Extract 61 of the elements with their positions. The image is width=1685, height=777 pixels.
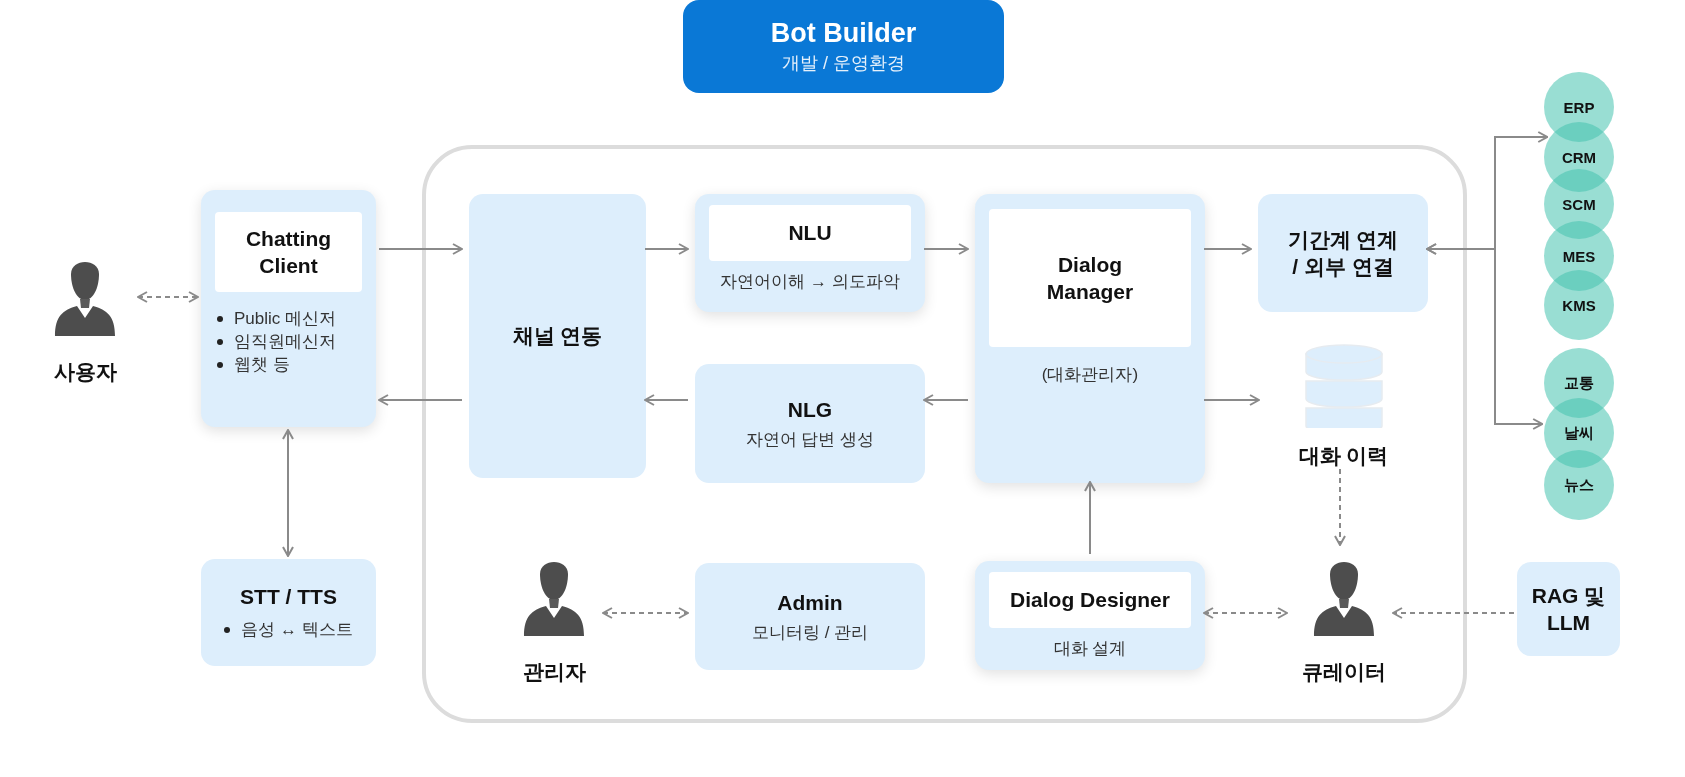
arrow [378, 243, 463, 255]
box-subtitle: 자연어이해 → 의도파악 [720, 271, 900, 293]
arrow [378, 394, 463, 406]
arrow [1426, 243, 1544, 430]
box-title: NLG [787, 397, 833, 424]
arrow [1334, 468, 1346, 546]
process-box [975, 194, 1205, 483]
arrow [1203, 607, 1288, 619]
box-subtitle: 모니터링 / 관리 [751, 621, 869, 644]
box-subtitle: 자연어 답변 생성 [745, 428, 875, 451]
box-title: Dialog Designer [989, 572, 1191, 628]
arrow [1084, 481, 1096, 555]
arrow [923, 394, 969, 406]
circle-label: 뉴스 [1564, 475, 1594, 495]
circle-label: 날씨 [1564, 423, 1594, 443]
arrow [1203, 394, 1260, 406]
list-item: 음성 ↔ 텍스트 [241, 618, 353, 641]
box-title: 채널 연동 [512, 323, 603, 350]
arrow [644, 394, 689, 406]
title-text: Bot Builder [770, 18, 917, 49]
arrow [1203, 243, 1252, 255]
process-box [201, 190, 376, 427]
box-title: 기간계 연계 / 외부 연결 [1286, 226, 1400, 280]
subtitle-text: 개발 / 운영환경 [782, 52, 905, 75]
process-box [695, 364, 925, 483]
arrow [923, 243, 969, 255]
box-title: RAG 및 LLM [1530, 582, 1607, 636]
process-box [1258, 194, 1428, 312]
platform-frame [422, 145, 1467, 723]
circle-label: KMS [1562, 296, 1596, 314]
process-box [1517, 562, 1620, 656]
arrow [282, 429, 294, 557]
title-box [683, 0, 1004, 93]
circle-label: MES [1562, 247, 1596, 265]
box-title: Dialog Manager [989, 209, 1191, 347]
circle-label: ERP [1563, 98, 1595, 116]
process-box [469, 194, 646, 478]
circle-label: SCM [1562, 195, 1596, 213]
process-box [201, 559, 376, 666]
box-title: STT / TTS [240, 584, 337, 611]
database-label: 대화 이력 [1297, 443, 1390, 469]
circle-label: CRM [1561, 148, 1597, 166]
process-box [695, 194, 925, 312]
list-item: 임직원메신저 [234, 330, 336, 353]
box-title: NLU [709, 205, 911, 261]
arrow [602, 607, 689, 619]
list-item: 웹챗 등 [234, 353, 290, 376]
arrow [644, 243, 689, 255]
process-box [695, 563, 925, 670]
list-item: Public 메신저 [234, 308, 337, 330]
process-box [975, 561, 1205, 670]
box-subtitle: 대화 설계 [1053, 638, 1127, 660]
person-label: 관리자 [521, 659, 587, 685]
box-title: Chatting Client [215, 212, 362, 292]
person-label: 사용자 [52, 359, 118, 385]
arrow [1392, 607, 1515, 619]
person-label: 큐레이터 [1301, 659, 1387, 685]
box-subtitle: (대화관리자) [1041, 364, 1139, 386]
arrow [137, 291, 199, 303]
box-title: Admin [777, 590, 843, 617]
circle-label: 교통 [1564, 373, 1594, 393]
